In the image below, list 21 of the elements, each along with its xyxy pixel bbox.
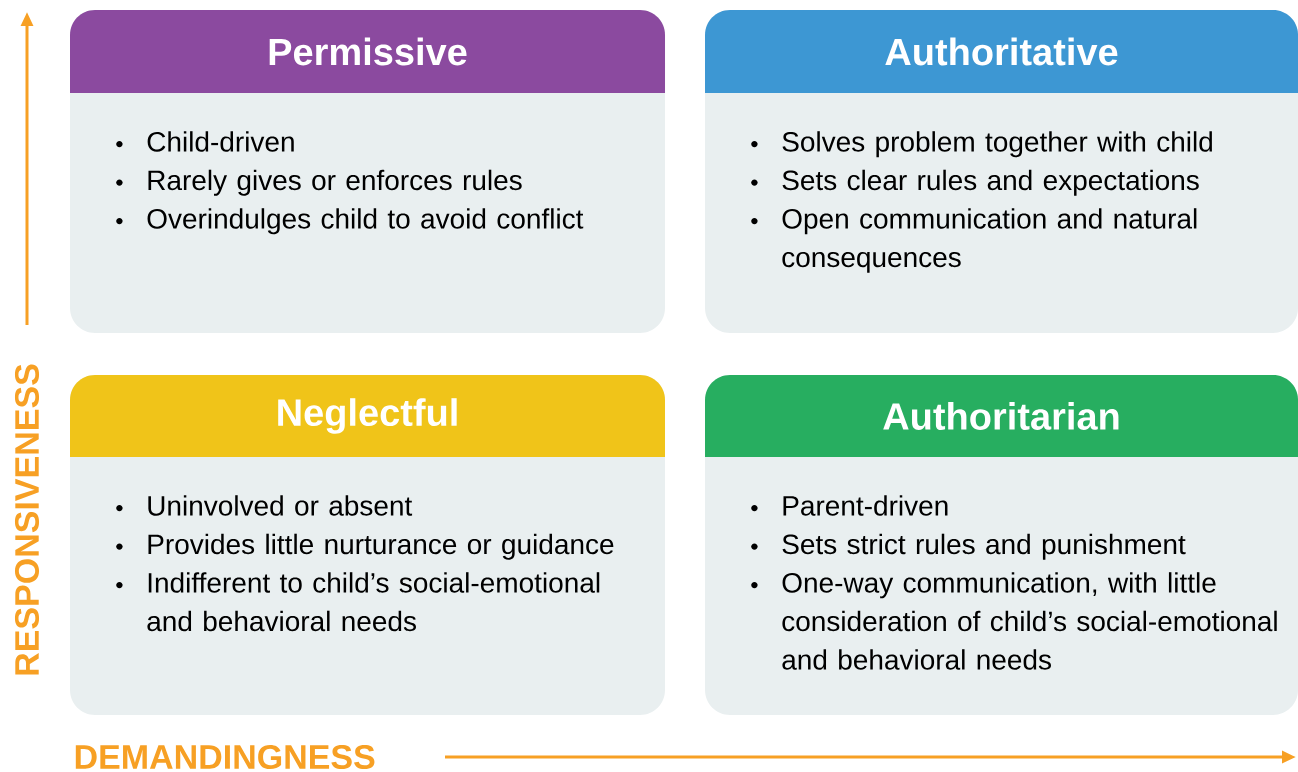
card	[70, 10, 665, 333]
bullet-item: Indifferent to child’s social-emotional and behavioral needs	[116, 572, 600, 632]
bullet-item: Open communication and natural consequences	[751, 208, 1197, 273]
axis-label: RESPONSIVENESS	[14, 364, 40, 675]
bullet-item: Sets strict rules and punishment	[751, 533, 1186, 560]
bullet-item: Parent-driven	[751, 495, 948, 516]
card-heading: Authoritarian	[883, 402, 1119, 430]
bullet-item: Solves problem together with child	[751, 131, 1212, 158]
card-heading: Authoritative	[885, 37, 1118, 66]
bullet-item: Provides little nurturance or guidance	[116, 533, 614, 560]
card	[705, 375, 1298, 715]
card-heading: Permissive	[269, 37, 467, 66]
bullet-item: Uninvolved or absent	[116, 495, 413, 516]
card-heading: Neglectful	[278, 398, 457, 434]
bullet-item: Rarely gives or enforces rules	[116, 169, 522, 196]
bullet-item: Sets clear rules and expectations	[751, 169, 1199, 196]
card	[705, 10, 1298, 333]
bullet-item: Child-driven	[116, 131, 294, 152]
bullet-item: Overindulges child to avoid conflict	[116, 208, 584, 235]
bullet-item: One-way communication, with little consideration of child’s social-emotional and behavioral needs	[751, 572, 1277, 670]
card	[70, 375, 665, 715]
